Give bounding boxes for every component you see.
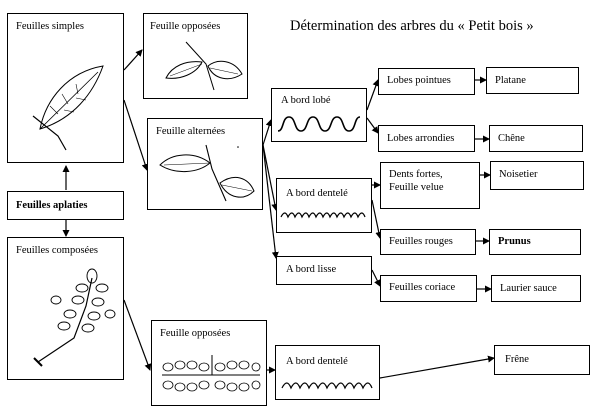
frene-box: Frêne xyxy=(494,345,590,375)
alternate-leaves-drawing xyxy=(159,144,255,202)
arrow-to-frene xyxy=(379,355,495,379)
lobes-arrondies-box: Lobes arrondies xyxy=(378,125,475,152)
a-bord-lisse-label: A bord lisse xyxy=(286,264,337,275)
chene-box: Chêne xyxy=(489,125,583,152)
feuille-opposees-bottom-box: Feuille opposées xyxy=(151,320,267,406)
arrow-lisse-to-coriace xyxy=(371,269,381,287)
feuilles-simples-box: Feuilles simples xyxy=(7,13,124,163)
feuilles-coriace-box: Feuilles coriace xyxy=(380,275,477,302)
noisetier-box: Noisetier xyxy=(490,161,584,190)
pinnate-leaves-drawing xyxy=(162,355,261,392)
a-bord-dentele-bottom-label: A bord dentelé xyxy=(286,356,348,367)
dents-fortes-line2: Feuille velue xyxy=(389,182,444,193)
feuilles-simples-label: Feuilles simples xyxy=(16,21,84,32)
platane-box: Platane xyxy=(486,67,579,94)
dents-fortes-box: Dents fortes, Feuille velue xyxy=(380,162,480,209)
compound-leaf-drawing xyxy=(33,268,116,367)
feuille-opposees-top-box: Feuille opposées xyxy=(143,13,248,99)
arrow-alternees-to-lobe xyxy=(262,119,273,146)
a-bord-lobe-box: A bord lobé xyxy=(271,88,367,142)
feuilles-composees-label: Feuilles composées xyxy=(16,245,98,256)
feuille-alternees-box: Feuille alternées xyxy=(147,118,263,210)
lobes-arrondies-label: Lobes arrondies xyxy=(387,133,455,144)
lobed-edge-icon xyxy=(277,116,361,132)
feuille-alternees-label: Feuille alternées xyxy=(156,126,226,137)
arrow-simples-to-opposees xyxy=(123,49,143,71)
noisetier-label: Noisetier xyxy=(499,169,538,180)
a-bord-lobe-label: A bord lobé xyxy=(281,95,331,106)
feuilles-composees-box: Feuilles composées xyxy=(7,237,124,380)
simple-leaf-drawing xyxy=(32,65,104,151)
arrow-lobe-to-arrondies xyxy=(366,117,379,134)
a-bord-dentele-mid-label: A bord dentelé xyxy=(286,188,348,199)
prunus-box: Prunus xyxy=(489,229,581,255)
diagram-title: Détermination des arbres du « Petit bois… xyxy=(290,18,534,34)
arrow-composees-to-opposees xyxy=(123,299,152,371)
opposite-leaves-drawing xyxy=(165,41,243,91)
serrated-edge-bottom-icon xyxy=(281,382,373,390)
arrow-alternees-to-lisse xyxy=(262,144,279,259)
feuille-opposees-bottom-label: Feuille opposées xyxy=(160,328,231,339)
chene-label: Chêne xyxy=(498,133,525,144)
a-bord-lisse-box: A bord lisse xyxy=(276,256,372,285)
lobes-pointues-label: Lobes pointues xyxy=(387,75,451,86)
a-bord-dentele-bottom-box: A bord dentelé xyxy=(275,345,380,400)
platane-label: Platane xyxy=(495,75,526,86)
laurier-sauce-box: Laurier sauce xyxy=(491,275,581,302)
lobes-pointues-box: Lobes pointues xyxy=(378,68,475,95)
feuilles-rouges-label: Feuilles rouges xyxy=(389,236,453,247)
laurier-sauce-label: Laurier sauce xyxy=(500,283,557,294)
feuilles-aplaties-box: Feuilles aplaties xyxy=(7,191,124,220)
frene-label: Frêne xyxy=(505,354,529,365)
arrow-dentele-to-rouges xyxy=(371,199,383,239)
feuilles-rouges-box: Feuilles rouges xyxy=(380,229,476,255)
feuille-opposees-top-label: Feuille opposées xyxy=(150,21,221,32)
arrow-simples-to-alternees xyxy=(123,99,149,171)
a-bord-dentele-mid-box: A bord dentelé xyxy=(276,178,372,233)
feuilles-aplaties-label: Feuilles aplaties xyxy=(16,200,88,211)
dents-fortes-line1: Dents fortes, xyxy=(389,169,443,180)
serrated-edge-icon xyxy=(280,212,366,219)
arrow-lobe-to-pointues xyxy=(366,79,380,111)
prunus-label: Prunus xyxy=(498,236,531,247)
feuilles-coriace-label: Feuilles coriace xyxy=(389,282,456,293)
arrow-alternees-to-dentele xyxy=(262,144,279,211)
